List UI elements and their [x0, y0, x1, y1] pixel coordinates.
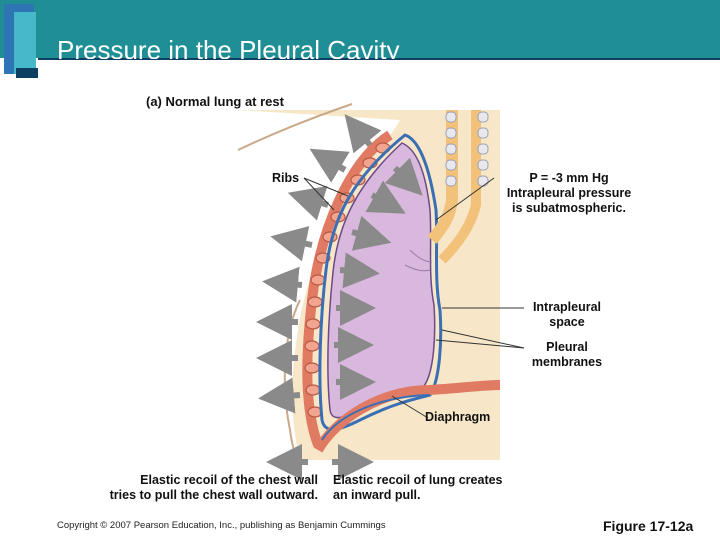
- inward-arrow: [384, 157, 423, 196]
- cartilage-ring: [445, 111, 457, 123]
- diaphragm-leader: [391, 395, 429, 419]
- rib: [307, 296, 323, 308]
- pressure-desc-line2: is subatmospheric.: [512, 201, 626, 215]
- figure-number: Figure 17-12a: [603, 518, 694, 534]
- pleural-leader: [435, 339, 525, 349]
- skin-outline: [237, 103, 353, 151]
- cartilage-ring: [445, 175, 457, 187]
- chest-recoil-line2: tries to pull the chest wall outward.: [109, 488, 318, 502]
- parietal-pleura: [318, 133, 443, 431]
- trachea: [427, 110, 458, 244]
- cartilage-ring: [445, 127, 457, 139]
- outward-arrow: [258, 377, 301, 414]
- inward-arrow: [339, 252, 380, 289]
- leader-lines: [303, 177, 525, 419]
- rib: [305, 318, 321, 330]
- figure-heading: (a) Normal lung at rest: [146, 94, 284, 109]
- outward-arrow: [287, 186, 329, 221]
- ribs-leader: [303, 177, 335, 211]
- cartilage-ring: [477, 159, 489, 171]
- pressure-leader: [435, 177, 495, 221]
- inward-arrow: [365, 180, 406, 214]
- inward-arrows: [332, 157, 423, 480]
- diaphragm: [313, 380, 501, 453]
- lung-recoil-caption: Elastic recoil of lung creates an inward…: [333, 473, 533, 503]
- copyright-notice: Copyright © 2007 Pearson Education, Inc.…: [57, 520, 386, 531]
- pressure-label: P = -3 mm Hg Intrapleural pressure is su…: [494, 171, 644, 216]
- corner-decoration-dark: [16, 68, 38, 78]
- rib: [305, 384, 321, 396]
- intrapleural-line2: space: [549, 315, 585, 329]
- diaphragm-inner: [321, 394, 431, 441]
- lung-vessel: [409, 249, 433, 263]
- rib: [304, 362, 320, 374]
- pleural-line2: membranes: [531, 355, 603, 369]
- ribs-leader: [303, 177, 349, 197]
- outward-arrow: [270, 226, 313, 262]
- chest-recoil-caption: Elastic recoil of the chest wall tries t…: [82, 473, 318, 503]
- cartilage-ring: [477, 127, 489, 139]
- pleural-line1: Pleural: [546, 340, 588, 354]
- lung-recoil-line2: an inward pull.: [333, 488, 421, 502]
- corner-decoration-accent: [14, 12, 36, 74]
- pressure-desc-line1: Intrapleural pressure: [506, 186, 632, 200]
- bronchus: [438, 110, 481, 264]
- cartilage-ring: [445, 159, 457, 171]
- rib: [310, 274, 326, 286]
- pressure-value: P = -3 mm Hg: [529, 171, 609, 185]
- outward-arrow: [344, 114, 382, 154]
- title-underline: [38, 58, 720, 60]
- diaphragm-label: Diaphragm: [425, 410, 491, 424]
- cartilage-ring: [477, 111, 489, 123]
- cartilage-ring: [445, 143, 457, 155]
- cartilage-ring: [477, 143, 489, 155]
- slide-title: Pressure in the Pleural Cavity: [57, 35, 400, 59]
- lung-recoil-line1: Elastic recoil of lung creates: [333, 473, 503, 487]
- chest-recoil-line1: Elastic recoil of the chest wall: [140, 473, 318, 487]
- rib: [304, 340, 320, 352]
- cartilage-ring: [477, 175, 489, 187]
- inward-arrow: [351, 215, 392, 251]
- ribs-label: Ribs: [272, 171, 300, 185]
- pleural-leader: [441, 329, 525, 349]
- outward-arrow: [262, 266, 303, 303]
- title-bar: [0, 0, 720, 58]
- intrapleural-space-label: Intrapleural space: [524, 300, 610, 330]
- lung-vessel: [404, 264, 431, 272]
- outward-arrow: [309, 148, 350, 183]
- outward-arrows: [256, 114, 382, 480]
- intrapleural-line1: Intrapleural: [532, 300, 602, 314]
- pleural-membranes-label: Pleural membranes: [524, 340, 610, 370]
- cartilage-rings: [445, 111, 489, 187]
